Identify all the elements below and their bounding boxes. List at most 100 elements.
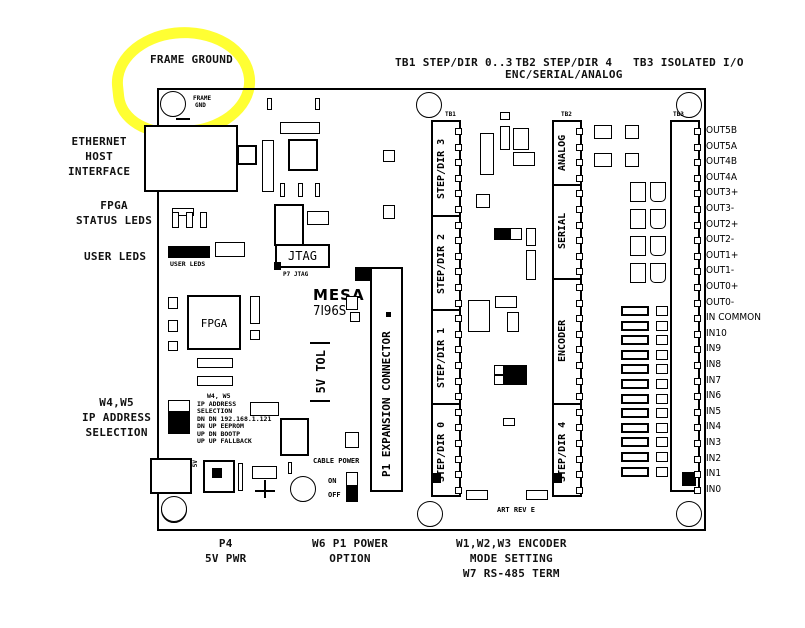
fpga-status-led: [172, 212, 179, 228]
tb2-section-label: ANALOG: [557, 134, 568, 172]
input-resistor: [656, 408, 668, 419]
ip-table-row: DN DN 192.168.1.121: [197, 414, 272, 423]
tb3-pin: [694, 206, 701, 213]
tb2-pin: [576, 315, 583, 323]
component-row: [197, 358, 233, 368]
tb1-pin: [455, 128, 462, 135]
tb3-pin: [694, 237, 701, 245]
tb3-pin1: [682, 472, 696, 486]
tb2-pin: [576, 486, 583, 494]
tb3-pin-label: IN COMMON: [706, 312, 761, 324]
tb3-pin-label: IN0: [706, 483, 722, 495]
p4-power-connector: [150, 458, 192, 494]
component-row: [168, 280, 278, 288]
tb1-pin: [455, 268, 462, 276]
tb3-pin-label: OUT4A: [706, 171, 738, 183]
output-ssr: [630, 263, 646, 283]
capacitor: [267, 98, 272, 110]
output-ssr: [650, 182, 666, 202]
output-ssr: [650, 263, 666, 283]
capacitor: [298, 183, 303, 197]
tb3-pin: [694, 455, 701, 463]
tb3-pin-label: OUT2-: [706, 234, 735, 246]
tb1-pin: [455, 221, 462, 229]
tb2-pin: [576, 330, 583, 338]
callout-ethernet-line1: ETHERNET: [71, 135, 127, 148]
mounting-hole: [417, 501, 443, 527]
encoder-jumper: [494, 365, 504, 375]
ip-table-row: UP UP FALLBACK: [197, 437, 252, 445]
input-optocoupler: [621, 408, 649, 419]
component: [345, 432, 359, 448]
input-resistor: [656, 320, 668, 331]
input-resistor: [656, 364, 668, 375]
component: [507, 312, 519, 332]
component: [513, 128, 529, 150]
callout-frame-ground: FRAME GROUND: [150, 53, 234, 66]
tb3-pin: [694, 362, 701, 369]
tb3-pin-label: OUT5B: [706, 125, 738, 136]
tb1-pin: [455, 143, 462, 151]
p4-terminal: [203, 460, 235, 493]
capacitor: [315, 183, 320, 197]
tb2-pin: [576, 284, 583, 291]
component: [238, 463, 243, 491]
tb2-pin: [576, 408, 583, 416]
pin1-marker: [212, 468, 222, 478]
tb1-pin: [455, 252, 462, 260]
callout-tb2-line2: ENC/SERIAL/ANALOG: [505, 68, 623, 81]
callout-enc-line1: W1,W2,W3 ENCODER: [456, 537, 567, 550]
tb3-pin-label: OUT3-: [706, 203, 735, 214]
capacitor: [280, 183, 285, 197]
resistor-array: [280, 122, 320, 134]
callout-tb2: TB2 STEP/DIR 4 ENC/SERIAL/ANALOG: [505, 55, 623, 82]
ethernet-phy-chip: [288, 139, 318, 171]
encoder-jumper: [494, 375, 504, 385]
p1-expansion-connector: P1 EXPANSION CONNECTOR: [370, 267, 403, 492]
input-resistor: [656, 335, 668, 346]
mounting-hole: [416, 92, 442, 118]
component: [466, 490, 488, 500]
p4-round: [161, 496, 187, 522]
tb1-pin: [455, 393, 462, 401]
mounting-hole: [676, 501, 702, 527]
tb1-pin: [455, 315, 462, 323]
input-resistor: [656, 393, 668, 404]
input-resistor: [656, 379, 668, 389]
tb3-pin: [694, 190, 701, 198]
component-row: [526, 250, 536, 280]
input-optocoupler: [621, 422, 649, 433]
tb1-section: STEP/DIR 1: [433, 309, 459, 403]
component: [513, 152, 535, 166]
tb3-pin: [694, 315, 701, 323]
w6-jumper-fill: [347, 485, 357, 501]
callout-enc-line2: MODE SETTING: [469, 552, 553, 565]
w6-jumper[interactable]: [346, 472, 358, 502]
ip-table-row: UP DN BOOTP: [197, 429, 241, 438]
component: [250, 296, 260, 324]
component: [350, 312, 360, 322]
on-label: ON: [328, 477, 337, 485]
tb2-pin: [576, 346, 583, 354]
ethernet-jack: [144, 125, 238, 192]
ip-table-row: W4, W5: [207, 392, 231, 400]
divider: [310, 342, 330, 344]
tb1-section-label: STEP/DIR 2: [436, 233, 447, 294]
callout-user-leds: USER LEDS: [84, 250, 147, 263]
tb3-pin-label: OUT5A: [706, 140, 738, 152]
tb3-pin-label: OUT1+: [706, 249, 739, 261]
input-optocoupler: [621, 466, 649, 477]
tb3-pin: [694, 346, 701, 354]
input-resistor: [656, 466, 668, 477]
tb2-pin1: [554, 473, 562, 483]
output-ssr: [630, 209, 646, 229]
output-ssr: [630, 182, 646, 202]
tb1-pin: [455, 362, 462, 369]
callout-ip-line1: W4,W5: [99, 396, 134, 409]
tb3-pin: [694, 377, 701, 385]
tb1-pin: [455, 237, 462, 245]
tb3-pin: [694, 440, 701, 447]
input-resistor: [656, 306, 668, 316]
tb1-pin: [455, 190, 462, 198]
component: [500, 126, 510, 150]
